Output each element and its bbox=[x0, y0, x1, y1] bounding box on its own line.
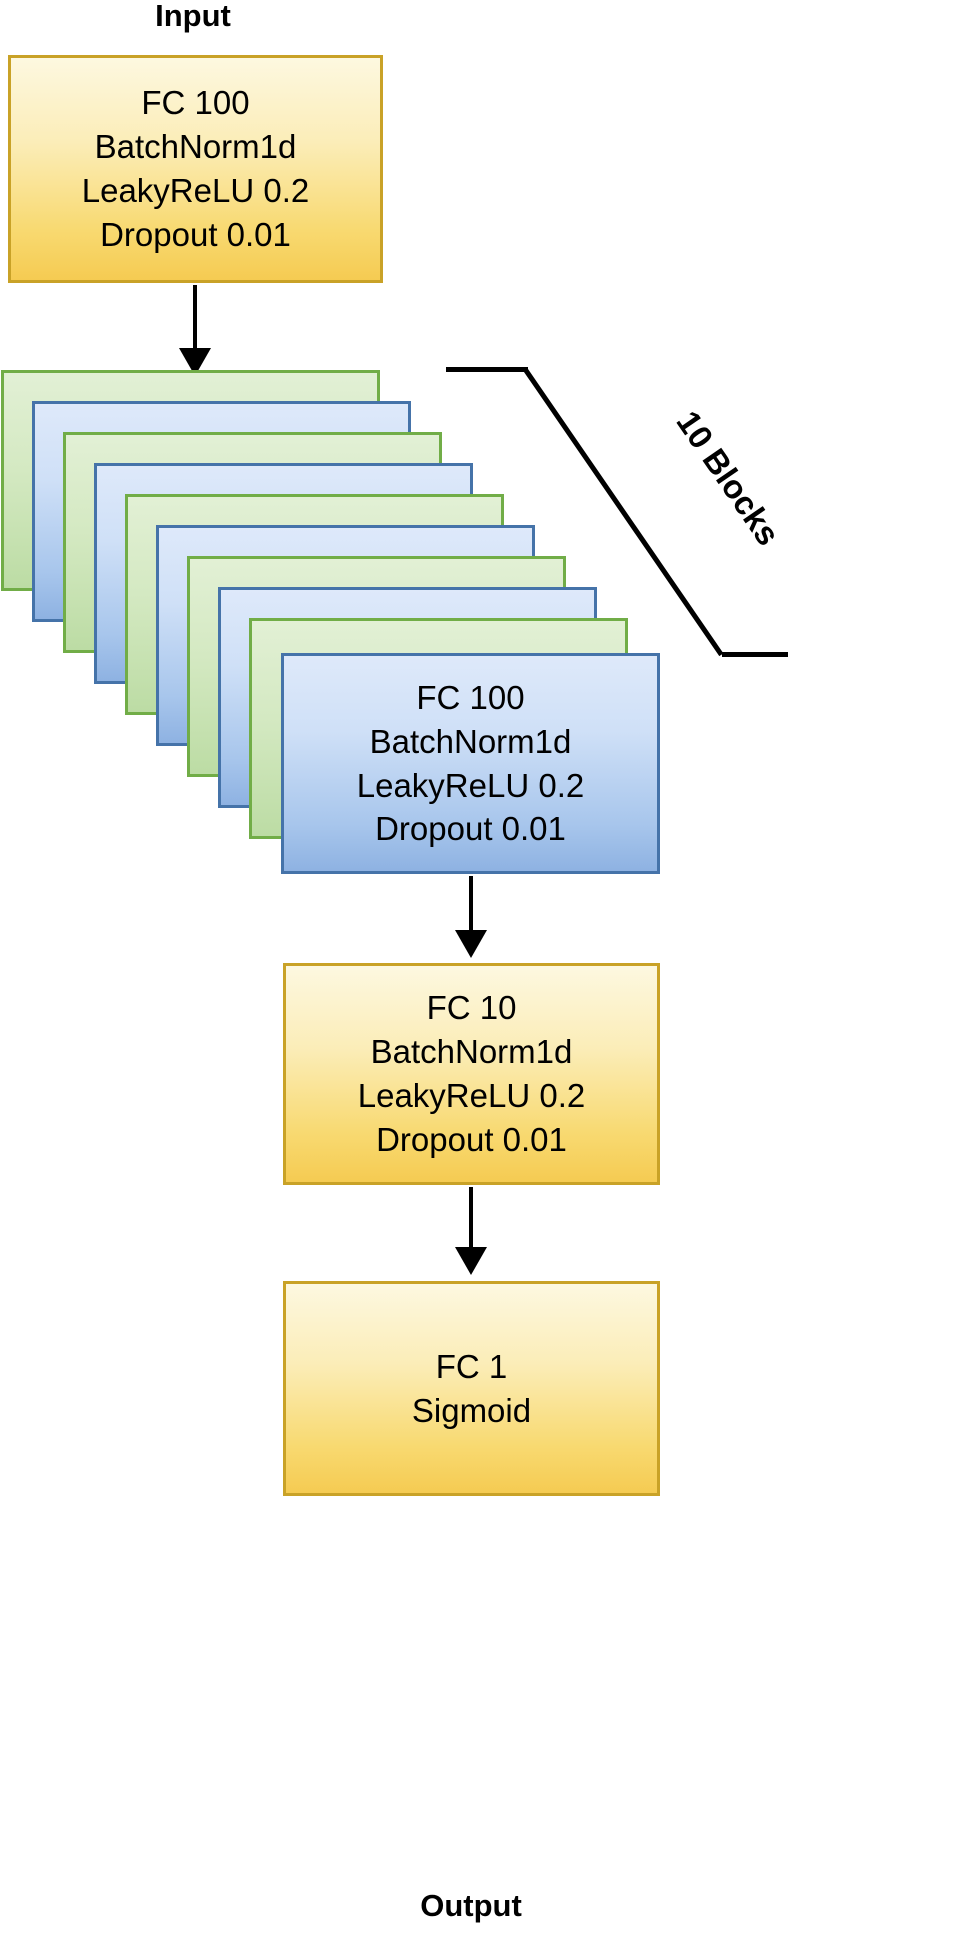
blocks-bracket-top-segment bbox=[446, 367, 528, 372]
output-block-line-2: Sigmoid bbox=[411, 1391, 532, 1429]
input-block-line-1: FC 100 bbox=[141, 84, 250, 122]
output-label: Output bbox=[420, 1888, 522, 1923]
blocks-count-label: 10 Blocks bbox=[669, 404, 788, 552]
stacked-block-10-line-1: FC 100 bbox=[416, 678, 525, 716]
penultimate-block-line-1: FC 10 bbox=[426, 989, 517, 1027]
arrow-down-icon-2-head bbox=[455, 930, 487, 958]
penultimate-block-line-4: Dropout 0.01 bbox=[376, 1120, 567, 1158]
arrow-down-icon-2-shaft bbox=[469, 876, 473, 938]
arrow-down-icon-3-head bbox=[455, 1247, 487, 1275]
penultimate-block-line-2: BatchNorm1d bbox=[370, 1033, 573, 1071]
arrow-down-icon-1-shaft bbox=[193, 285, 197, 357]
stacked-block-10-line-3: LeakyReLU 0.2 bbox=[356, 766, 585, 804]
penultimate-block: FC 10 BatchNorm1d LeakyReLU 0.2 Dropout … bbox=[283, 963, 660, 1185]
input-block-line-4: Dropout 0.01 bbox=[100, 215, 291, 253]
input-block-line-3: LeakyReLU 0.2 bbox=[81, 172, 310, 209]
output-block: FC 1 Sigmoid bbox=[283, 1281, 660, 1496]
input-block-line-2: BatchNorm1d bbox=[94, 128, 297, 166]
penultimate-block-line-3: LeakyReLU 0.2 bbox=[357, 1077, 586, 1114]
output-block-line-1: FC 1 bbox=[435, 1347, 508, 1385]
blocks-bracket-bottom-segment bbox=[722, 652, 788, 657]
input-label: Input bbox=[155, 0, 231, 33]
arrow-down-icon-3-shaft bbox=[469, 1187, 473, 1255]
stacked-block-10-line-2: BatchNorm1d bbox=[369, 722, 572, 760]
stacked-block-10-line-4: Dropout 0.01 bbox=[375, 810, 566, 848]
input-block: FC 100 BatchNorm1d LeakyReLU 0.2 Dropout… bbox=[8, 55, 383, 283]
stacked-block-10-front: FC 100 BatchNorm1d LeakyReLU 0.2 Dropout… bbox=[281, 653, 660, 874]
